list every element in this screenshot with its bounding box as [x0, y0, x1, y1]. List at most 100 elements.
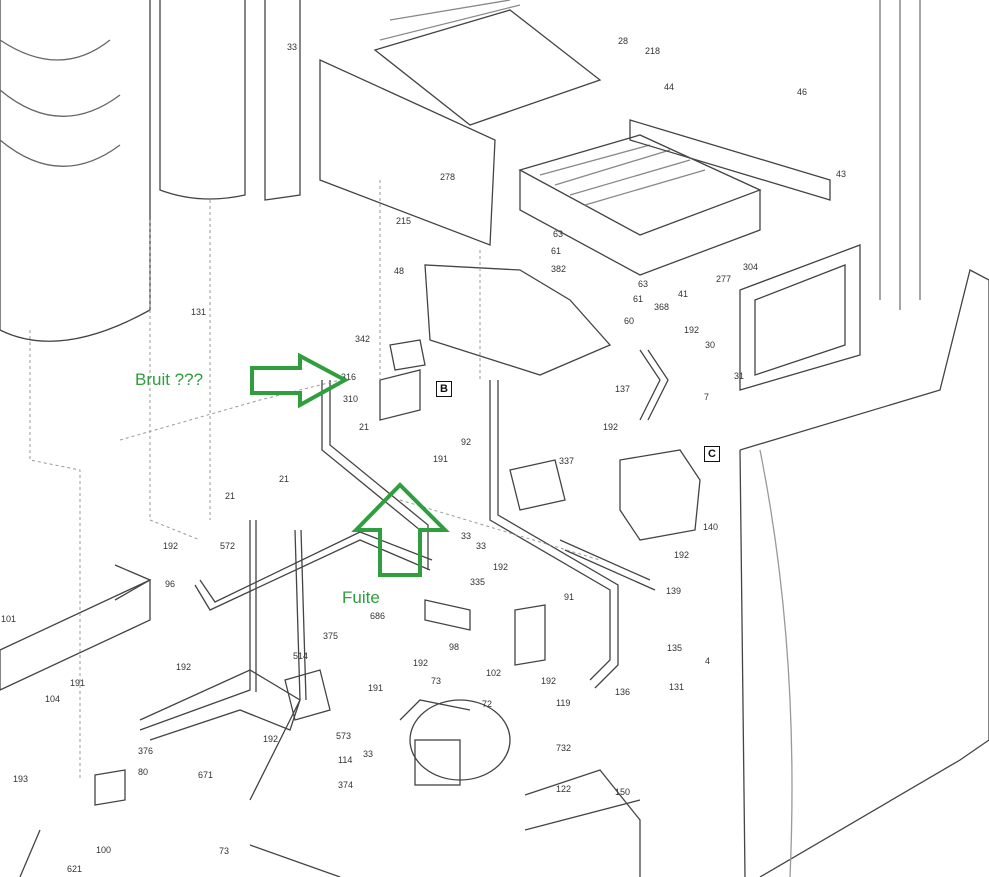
part-label: 150 — [615, 787, 630, 797]
part-label: 572 — [220, 541, 235, 551]
manifold — [629, 119, 831, 201]
part-label: 131 — [191, 307, 206, 317]
part-label: 135 — [667, 643, 682, 653]
pipe-right — [489, 380, 619, 689]
part-label: 191 — [70, 678, 85, 688]
pipe-to-valve — [321, 380, 429, 570]
part-label: 573 — [336, 731, 351, 741]
part-label: 671 — [198, 770, 213, 780]
part-label: 98 — [449, 642, 459, 652]
part-label: 119 — [556, 698, 570, 708]
part-label: 100 — [96, 845, 111, 855]
part-label: 191 — [433, 454, 448, 464]
part-label: 80 — [138, 767, 148, 777]
part-label: 191 — [368, 683, 383, 693]
gas-valve — [509, 459, 566, 511]
part-label: 31 — [734, 371, 744, 381]
part-label: 4 — [705, 656, 710, 666]
part-label: 60 — [624, 316, 634, 326]
part-label: 33 — [461, 531, 471, 541]
noise-arrow-icon — [250, 352, 350, 409]
part-label: 375 — [323, 631, 338, 641]
part-label: 192 — [603, 422, 618, 432]
part-label: 140 — [703, 522, 718, 532]
part-label: 514 — [293, 651, 308, 661]
part-label: 73 — [219, 846, 229, 856]
part-label: 218 — [645, 46, 660, 56]
part-label: 7 — [704, 392, 709, 402]
leak-annotation: Fuite — [342, 588, 380, 607]
hydraulic-block — [619, 449, 701, 541]
part-label: 33 — [287, 42, 297, 52]
part-label: 104 — [45, 694, 60, 704]
part-label: 374 — [338, 780, 353, 790]
part-label: 192 — [493, 562, 508, 572]
part-label: 91 — [564, 592, 574, 602]
part-label: 192 — [163, 541, 178, 551]
part-label: 72 — [482, 699, 492, 709]
part-label: 30 — [705, 340, 715, 350]
part-label: 61 — [551, 246, 561, 256]
part-label: 215 — [396, 216, 411, 226]
part-label: 114 — [338, 755, 352, 765]
part-label: 46 — [797, 87, 807, 97]
part-label: 44 — [664, 82, 674, 92]
part-label: 101 — [1, 614, 16, 624]
part-label: 193 — [13, 774, 28, 784]
expansion-vessel — [0, 0, 151, 342]
noise-annotation: Bruit ??? — [135, 370, 204, 389]
part-label: 136 — [615, 687, 630, 697]
part-label: 41 — [678, 289, 688, 299]
part-label: 376 — [138, 746, 153, 756]
part-label: 337 — [559, 456, 574, 466]
part-label: 137 — [615, 384, 630, 394]
part-label: 278 — [440, 172, 455, 182]
part-label: 342 — [355, 334, 370, 344]
part-label: 73 — [431, 676, 441, 686]
part-label: 192 — [674, 550, 689, 560]
diverter-valve — [514, 604, 546, 666]
part-label: 63 — [553, 229, 563, 239]
part-label: 192 — [263, 734, 278, 744]
part-label: 686 — [370, 611, 385, 621]
part-label: 192 — [413, 658, 428, 668]
part-label: 63 — [638, 279, 648, 289]
part-label: 139 — [666, 586, 681, 596]
part-label: 21 — [359, 422, 369, 432]
part-label: 192 — [541, 676, 556, 686]
part-label: 192 — [176, 662, 191, 672]
part-label: 621 — [67, 864, 82, 874]
part-label: 96 — [165, 579, 175, 589]
part-label: 192 — [684, 325, 699, 335]
part-label: 43 — [836, 169, 846, 179]
heat-exchanger — [373, 9, 602, 126]
combustion-panel — [319, 58, 496, 246]
leak-arrow-icon — [351, 482, 450, 577]
part-label: 48 — [394, 266, 404, 276]
part-label: 304 — [743, 262, 758, 272]
part-label: 335 — [470, 577, 485, 587]
mounting-rail — [0, 578, 151, 691]
part-label: 131 — [669, 682, 684, 692]
part-label: 277 — [716, 274, 731, 284]
part-label: 368 — [654, 302, 669, 312]
part-label: 21 — [225, 491, 235, 501]
part-label: 382 — [551, 264, 566, 274]
part-label: 102 — [486, 668, 501, 678]
sight-panel — [739, 244, 861, 391]
part-label: 122 — [556, 784, 571, 794]
part-label: 28 — [618, 36, 628, 46]
front-casing — [739, 269, 989, 877]
part-label: 732 — [556, 743, 571, 753]
part-label: 316 — [341, 372, 356, 382]
part-label: 33 — [363, 749, 373, 759]
air-box — [424, 264, 612, 376]
callout-b: B — [436, 381, 452, 397]
side-panel-left — [159, 0, 246, 200]
part-label: 61 — [633, 294, 643, 304]
part-label: 310 — [343, 394, 358, 404]
part-label: 21 — [279, 474, 289, 484]
